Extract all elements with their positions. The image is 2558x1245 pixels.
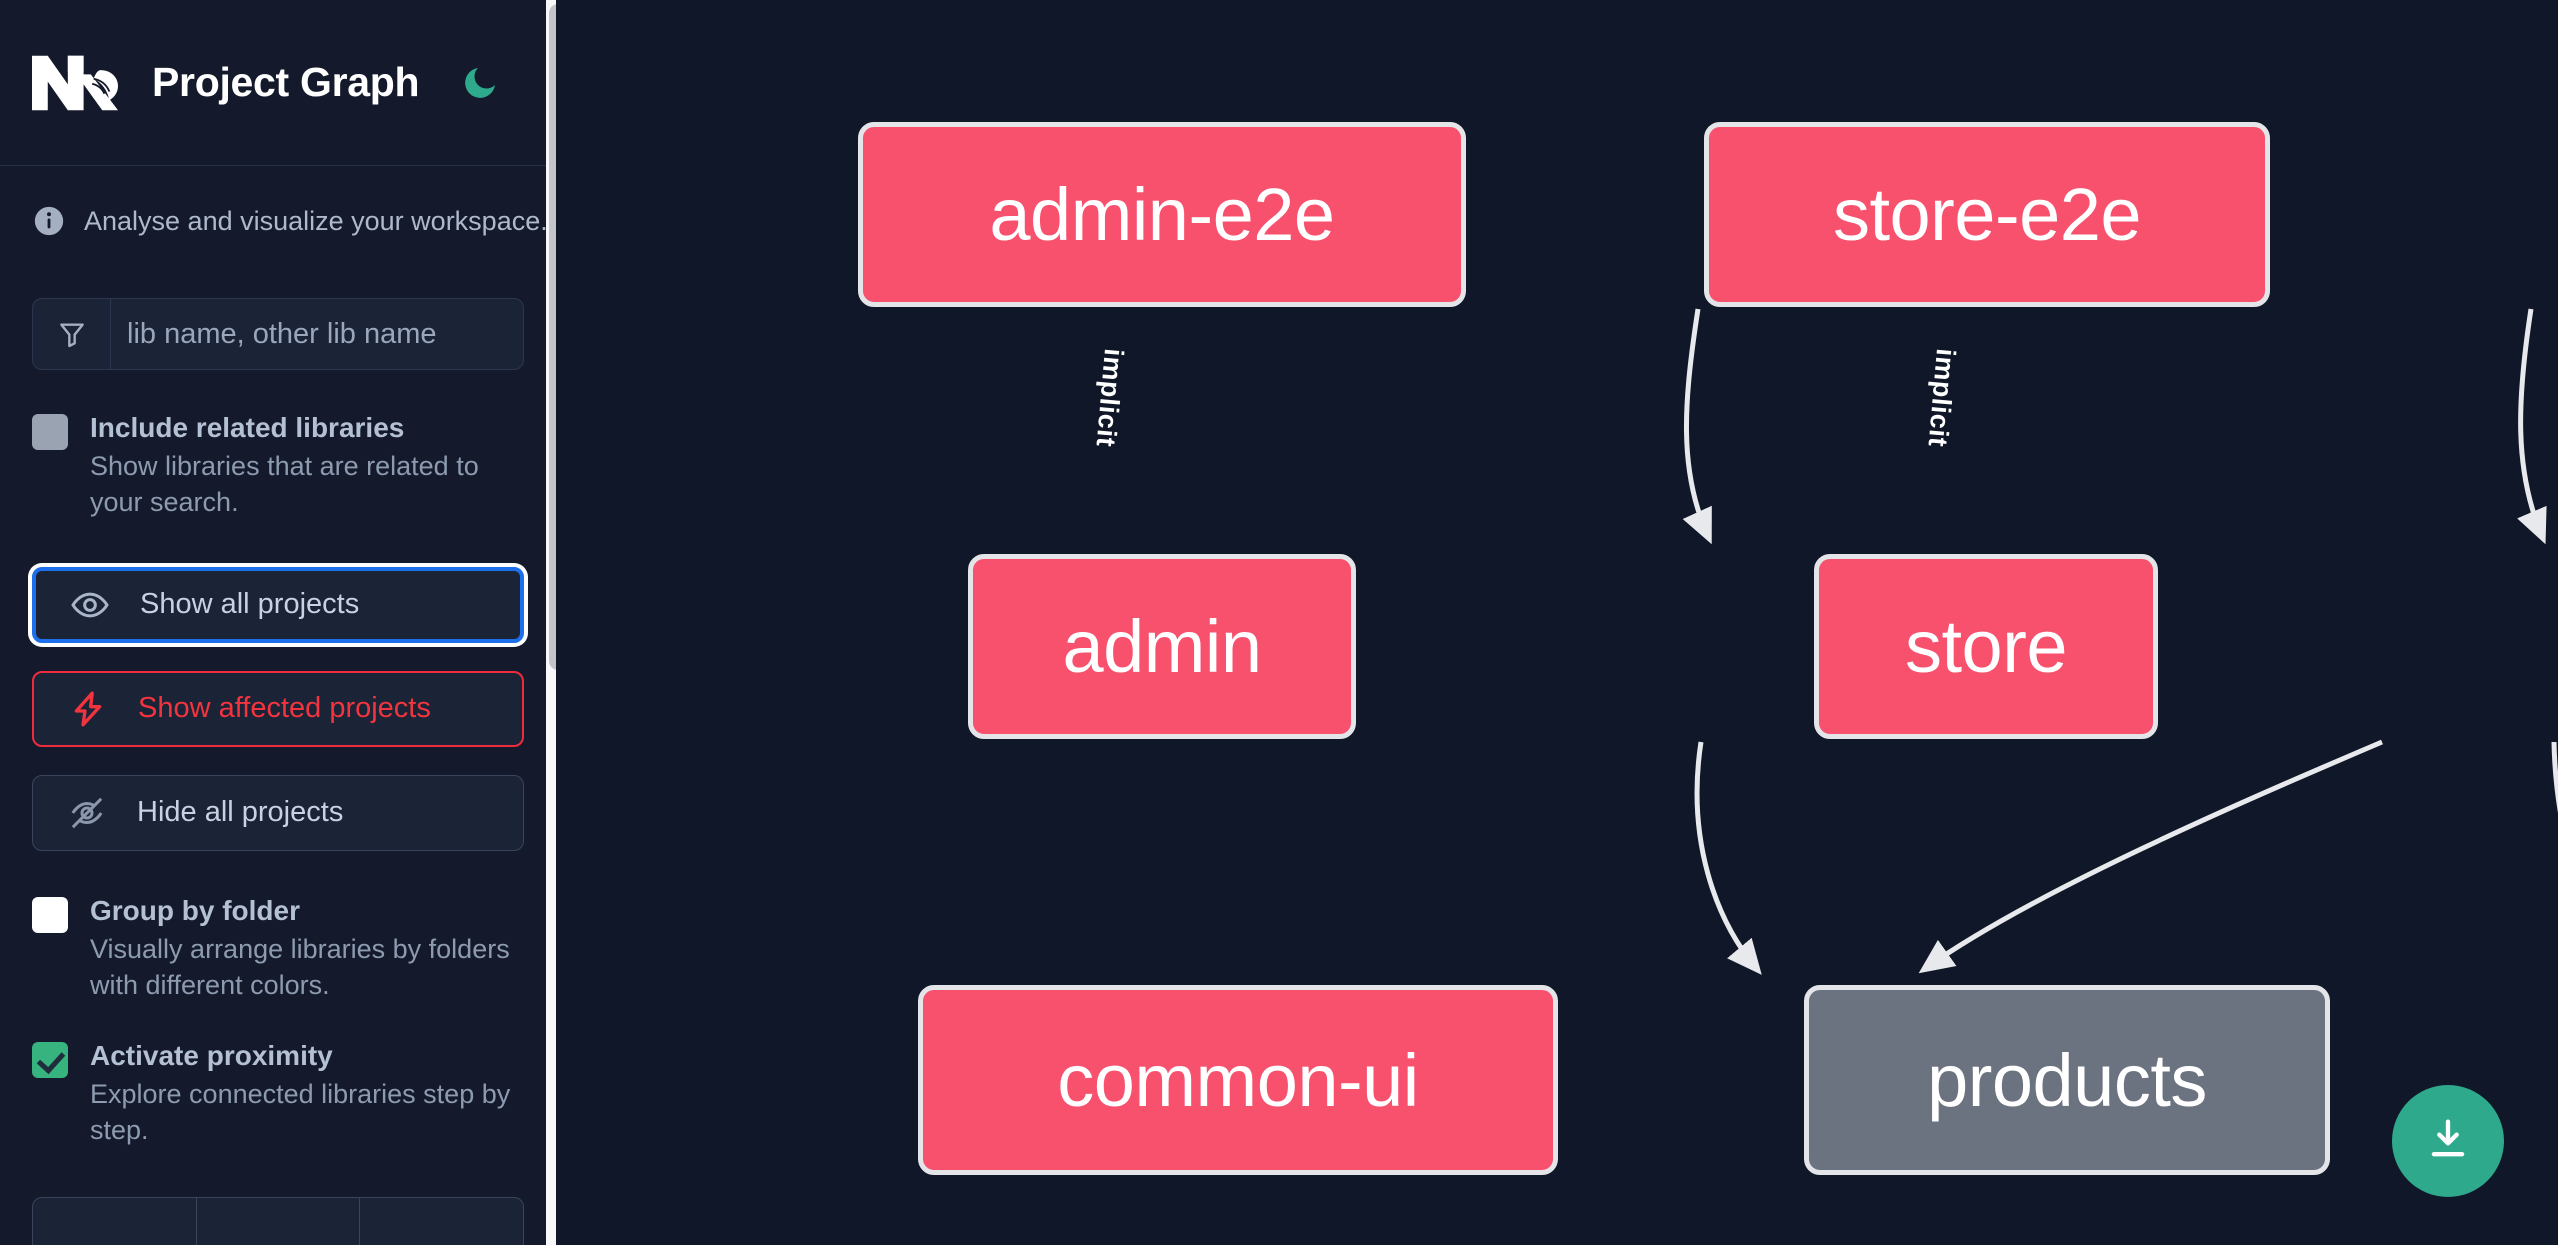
node-label: common-ui xyxy=(1057,1038,1419,1122)
graph-node-store[interactable]: store xyxy=(1814,554,2158,739)
checkbox-group-by-folder[interactable] xyxy=(32,896,68,933)
show-all-projects-button[interactable]: Show all projects xyxy=(32,566,524,643)
info-circle-icon xyxy=(32,204,66,238)
graph-canvas[interactable]: admin-e2e store-e2e admin store common-u… xyxy=(556,0,2558,1245)
hide-all-projects-label: Hide all projects xyxy=(137,796,344,829)
eye-slash-icon xyxy=(67,793,111,833)
show-all-projects-label: Show all projects xyxy=(140,588,360,621)
lightning-bolt-icon xyxy=(68,689,112,729)
sidebar: Project Graph Analyse and visualize your… xyxy=(0,0,556,1245)
nx-logo-icon xyxy=(32,50,118,116)
option-include-related-libraries[interactable]: Include related libraries Show libraries… xyxy=(32,410,524,521)
proximity-increase-button[interactable] xyxy=(360,1198,523,1245)
option-label: Activate proximity xyxy=(90,1039,333,1071)
graph-node-admin[interactable]: admin xyxy=(968,554,1356,739)
option-activate-proximity[interactable]: Activate proximity Explore connected lib… xyxy=(32,1038,524,1149)
proximity-value-button[interactable] xyxy=(197,1198,361,1245)
node-label: admin xyxy=(1062,605,1262,688)
option-label: Include related libraries xyxy=(90,412,405,443)
funnel-filter-icon xyxy=(33,299,111,369)
download-image-button[interactable] xyxy=(2392,1085,2504,1197)
checkbox-include-related-libraries[interactable] xyxy=(32,414,68,450)
eye-icon xyxy=(70,585,114,625)
graph-node-products[interactable]: products xyxy=(1804,985,2330,1175)
show-affected-projects-button[interactable]: Show affected projects xyxy=(32,670,524,747)
hide-all-projects-button[interactable]: Hide all projects xyxy=(32,774,524,851)
sidebar-header: Project Graph xyxy=(0,0,556,166)
proximity-step-button-group[interactable] xyxy=(32,1197,524,1245)
graph-node-store-e2e[interactable]: store-e2e xyxy=(1704,122,2270,307)
node-label: store xyxy=(1904,605,2068,688)
workspace-info-text: Analyse and visualize your workspace. xyxy=(84,205,548,236)
option-label: Group by folder xyxy=(90,894,300,926)
sidebar-body: Analyse and visualize your workspace. In… xyxy=(0,204,556,1149)
filter-search-box xyxy=(32,298,524,370)
proximity-decrease-button[interactable] xyxy=(33,1198,197,1245)
workspace-info: Analyse and visualize your workspace. xyxy=(32,204,548,238)
page-title: Project Graph xyxy=(152,59,420,105)
download-icon xyxy=(2422,1113,2474,1170)
graph-edges xyxy=(1682,308,2558,975)
moon-icon[interactable] xyxy=(457,60,503,106)
graph-node-admin-e2e[interactable]: admin-e2e xyxy=(858,122,1466,307)
node-label: products xyxy=(1927,1038,2207,1122)
node-label: admin-e2e xyxy=(989,173,1335,256)
sidebar-scrollbar[interactable] xyxy=(546,0,556,1245)
option-description: Visually arrange libraries by folders wi… xyxy=(90,933,510,1001)
show-affected-projects-label: Show affected projects xyxy=(138,692,431,725)
graph-node-common-ui[interactable]: common-ui xyxy=(918,985,1558,1175)
checkbox-activate-proximity[interactable] xyxy=(32,1041,68,1078)
option-description: Show libraries that are related to your … xyxy=(90,451,479,518)
option-group-by-folder[interactable]: Group by folder Visually arrange librari… xyxy=(32,893,524,1004)
sidebar-scrollbar-thumb[interactable] xyxy=(549,4,556,670)
option-description: Explore connected libraries step by step… xyxy=(90,1078,511,1146)
node-label: store-e2e xyxy=(1832,173,2142,256)
search-input[interactable] xyxy=(111,299,523,369)
